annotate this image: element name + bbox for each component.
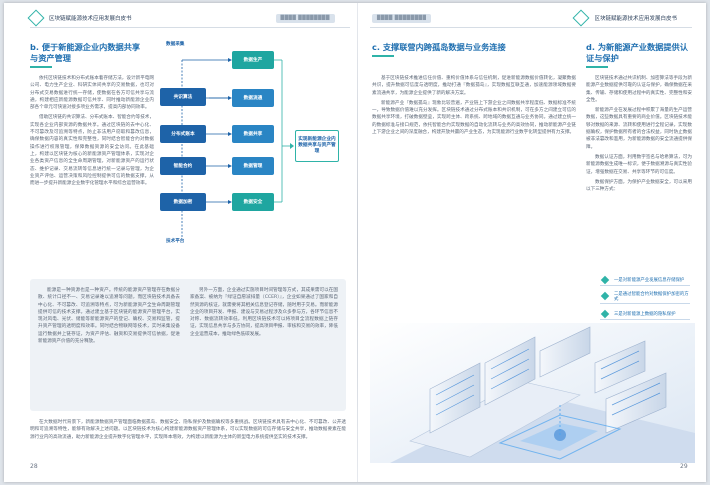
section-c-underline [372,55,394,57]
page-spine [357,3,358,482]
data-sharing-diagram: 数据采集 共识算法 分布式账本 智能合约 数据加密 技术平台 数据生产 数据流通… [158,38,348,260]
right-header-title: 区块链赋能源技术应用发展白皮书 [594,16,677,22]
section-c-title-text: c. 支撑联营内跨孤岛数据与业务连接 [372,42,506,52]
section-b-title-line2: 与资产管理 [30,53,71,63]
info-box-right: 另外一方面，企业通过实施项目时间管理等方式，其成果需可以在国家备案、被纳为『绿证… [190,287,338,341]
diagram-right-item: 数据生产 [232,51,274,69]
diagram-top-label: 数据采集 [166,42,185,47]
left-header-pill: ████ ████████ [275,13,335,23]
section-d-body: 区块链技术通过共识机制、加密算法等手段为新能源产业数据提供可靠的认证与保护，确保… [586,75,692,196]
section-b-underline [30,66,52,68]
right-header-pill: ████ ████████ [372,13,432,23]
left-header: 区块链赋能源技术应用发展白皮书 ████ ████████ [27,9,335,27]
section-d-title: d. 为新能源产业数据提供认 证与保护 [586,42,696,68]
section-b-paragraph: 依托区块链技术和分布式账本着存储方法，设计新平电网公司、电力生产企业、科研实体间… [30,76,154,111]
diagram-left-item: 共识算法 [160,88,206,106]
right-header-rule [370,27,692,28]
info-box-left-text: 能源是一种资源也是一种资产。传统的能源资产管理存在数据分散、统计口径不一、交易记… [38,288,180,345]
server-rack-illustration [370,323,695,463]
diagram-right-item: 数据流通 [232,89,274,107]
info-box-panel [30,279,346,411]
section-d-paragraph: 新能源产业在发展过程中积累了海量的生产运营数据，这些数据具有重要的商业价值。区块… [586,108,692,150]
protection-method-bar: 二是通过智能合约对数据保护加密的方式 [600,290,690,304]
section-d-paragraph: 数据保护方面，为保护产业数据安全，可以采用以下三种方式： [586,179,692,193]
section-c-title: c. 支撑联营内跨孤岛数据与业务连接 [372,42,582,57]
section-d-paragraph: 数据认证方面，利用数字签名与哈希算法，可为新能源数据生成唯一标识，便于数据溯源与… [586,154,692,175]
data-center-illustration [370,323,695,463]
section-d-title-line2: 证与保护 [586,53,619,63]
protection-method-bar: 一是对新能源产业发展信息存储保护 [600,274,690,286]
diagram-left-item: 智能合约 [160,157,206,175]
diagram-right-item: 数据共享 [232,125,274,143]
left-page-number: 28 [30,463,38,470]
protection-method-bar: 三是对新能源上数据的隐私保护 [600,308,690,320]
document-spread: 区块链赋能源技术应用发展白皮书 ████ ████████ b. 便于新能源企业… [4,3,706,482]
section-c-paragraph: 基于区块链技术推进信任价值、重构价值体系与信任机制，促进新能源数据价值转化，凝聚… [372,76,576,96]
diagram-left-item: 分布式账本 [160,125,206,143]
diagram-left-item: 数据加密 [160,193,206,211]
section-d-paragraph: 区块链技术通过共识机制、加密算法等手段为新能源产业数据提供可靠的认证与保护，确保… [586,76,692,103]
section-c-paragraph: 新能源产业『数据孤岛』现象比较普遍，产业链上下游企业之间数据共享程度低、数据标准… [372,100,576,136]
logo-icon [27,9,45,27]
diagram-right-item: 数据安全 [232,193,274,211]
logo-icon [572,9,590,27]
left-header-title: 区块链赋能源技术应用发展白皮书 [49,16,132,22]
section-b-body: 依托区块链技术和分布式账本着存储方法，设计新平电网公司、电力生产企业、科研实体间… [30,75,154,190]
section-d-underline [586,66,608,68]
diagram-right-item: 数据管理 [232,157,274,175]
diagram-summary-box: 实现新能源企业内数据共享与资产管理 [295,130,339,162]
diagram-bottom-label: 技术平台 [166,239,185,244]
section-b-title: b. 便于新能源企业内数据共享 与资产管理 [30,42,160,68]
left-header-rule [30,27,350,28]
section-d-title-line1: d. 为新能源产业数据提供认 [586,42,688,52]
section-b-title-line1: b. 便于新能源企业内数据共享 [30,42,141,52]
info-box-right-text: 另外一方面，企业通过实施项目时间管理等方式，其成果需可以在国家备案、被纳为『绿证… [190,288,338,337]
section-c-body: 基于区块链技术推进信任价值、重构价值体系与信任机制，促进新能源数据价值转化，凝聚… [372,75,576,139]
right-page-number: 29 [680,463,688,470]
left-bottom-paragraph: 在大数据时代背景下，新能源数据资产管理面临数据孤岛、数据安全、隐私保护及数据确权… [30,420,346,440]
info-box-left: 能源是一种资源也是一种资产。传统的能源资产管理存在数据分散、统计口径不一、交易记… [38,287,180,348]
section-b-paragraph: 借助区块链的共识算法、分布式账本、智能合约等技术，实现各企业内部资源的数据共享。… [30,115,154,187]
right-header: ████ ████████ 区块链赋能源技术应用发展白皮书 [372,9,677,27]
